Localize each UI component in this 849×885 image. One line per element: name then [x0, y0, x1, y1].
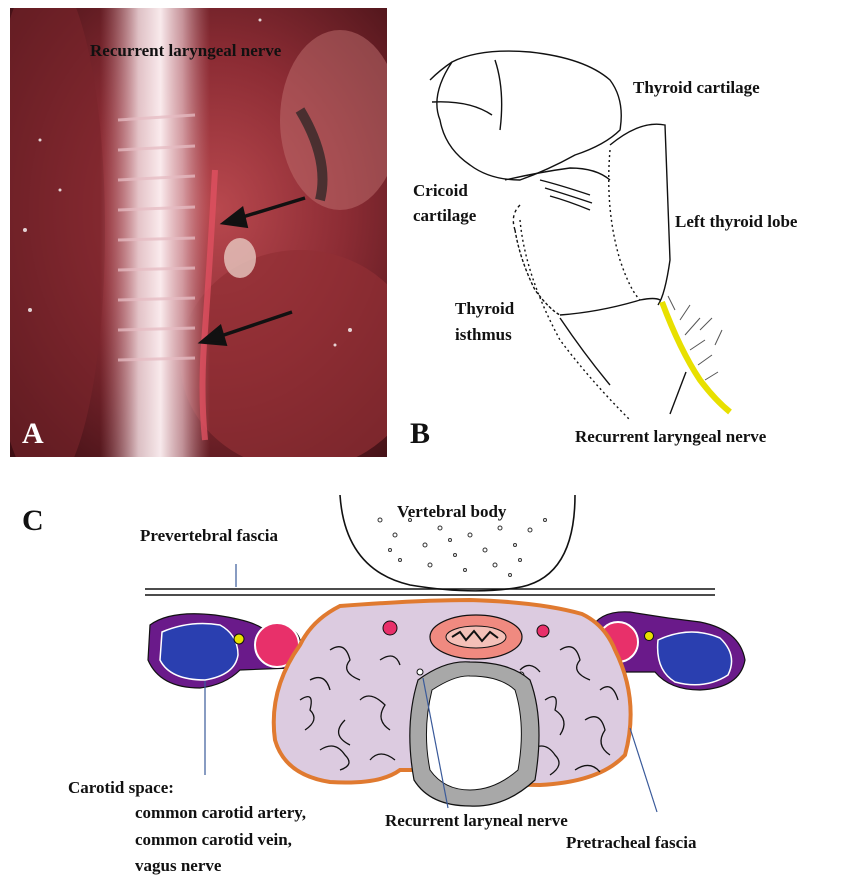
panel-b-nerve-label: Recurrent laryngeal nerve — [575, 427, 767, 446]
isthmus-label-line2: isthmus — [455, 325, 512, 344]
recurrent-nerve-label: Recurrent laryneal nerve — [385, 811, 568, 830]
panel-b-drawing — [430, 51, 722, 420]
small-vessel-right — [537, 625, 549, 637]
vertebral-body-label: Vertebral body — [397, 502, 507, 521]
right-muscle — [180, 250, 420, 470]
thyroid-isthmus-outline — [515, 220, 630, 420]
carotid-line1-label: common carotid artery, — [135, 803, 306, 822]
panel-a-nerve-label: Recurrent laryngeal nerve — [90, 41, 282, 60]
carotid-line3-label: vagus nerve — [135, 856, 222, 875]
thyroid-cartilage-outline — [430, 51, 621, 180]
carotid-space-label: Carotid space: — [68, 778, 174, 797]
thyroid-cartilage-label: Thyroid cartilage — [633, 78, 760, 97]
panel-c-letter: C — [22, 504, 44, 537]
isthmus-label-line1: Thyroid — [455, 299, 515, 318]
pretracheal-fascia-label: Pretracheal fascia — [566, 833, 697, 852]
retracted-tissue — [280, 30, 400, 210]
cricoid-label-line1: Cricoid — [413, 181, 468, 200]
trachea-highlight — [100, 8, 210, 457]
left-thyroid-lobe-outline — [560, 124, 670, 315]
cricoid-label-line2: cartilage — [413, 206, 477, 225]
esophagus — [430, 615, 522, 659]
panel-a-letter: A — [22, 417, 44, 450]
trachea — [410, 662, 539, 806]
recurrent-nerve-left-dot — [417, 669, 423, 675]
parathyroid-in-photo — [224, 238, 256, 278]
jugular-vein-left — [160, 624, 238, 680]
nerve-pointer-line — [670, 372, 686, 414]
carotid-line2-label: common carotid vein, — [135, 830, 292, 849]
small-vessel-left — [383, 621, 397, 635]
left-thyroid-lobe-label: Left thyroid lobe — [675, 212, 798, 231]
carotid-space-left — [148, 614, 301, 688]
jugular-vein-right — [658, 632, 732, 685]
prevertebral-fascia-lines — [145, 589, 715, 595]
vagus-nerve-left — [234, 634, 244, 644]
recurrent-laryngeal-nerve-yellow — [662, 302, 730, 412]
panel-b-letter: B — [410, 417, 430, 450]
prevertebral-fascia-label: Prevertebral fascia — [140, 526, 278, 545]
panel-a-photo — [0, 0, 420, 490]
vagus-nerve-right — [645, 632, 654, 641]
pretracheal-pointer — [630, 728, 657, 812]
